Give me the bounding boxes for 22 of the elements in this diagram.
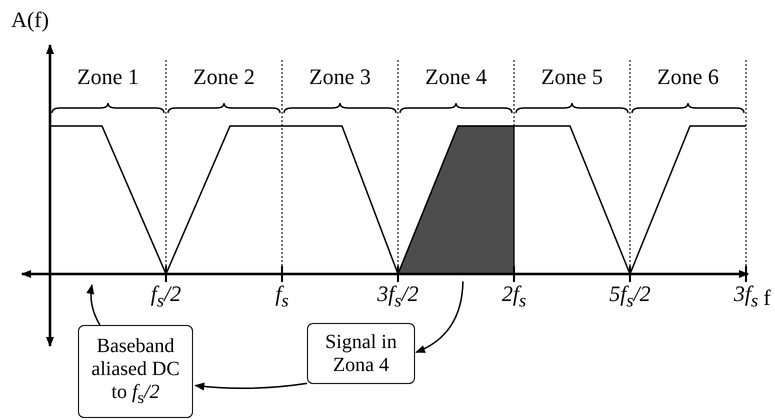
tick-label: f$_{s}$	[275, 282, 289, 312]
tick-label: 5f$_{s}$/2	[609, 282, 651, 312]
zone-label: Zone 6	[657, 65, 719, 89]
axis-label: f	[763, 286, 771, 310]
zone-label: Zone 4	[425, 65, 487, 89]
annotation-text: Signal in Zona 4	[324, 330, 398, 376]
annotation-text: Baseband aliased DC to f$_{s}$/2	[90, 334, 181, 408]
shaded-band	[397, 125, 515, 275]
zone-label: Zone 2	[193, 65, 255, 89]
tick-label: 3f$_{s}$/2	[377, 282, 419, 312]
zone-label: Zone 1	[77, 65, 139, 89]
annotation-box	[78, 325, 193, 418]
annotation-box	[307, 323, 415, 384]
tick-label: f$_{s}$/2	[150, 282, 182, 312]
arrow	[86, 284, 100, 326]
axis-label: A(f)	[11, 8, 49, 32]
tick-label: 3f$_{s}$	[734, 282, 758, 312]
zone-label: Zone 3	[309, 65, 371, 89]
tick-label: 2f$_{s}$	[502, 282, 526, 312]
arrow	[415, 281, 464, 353]
zone-label: Zone 5	[541, 65, 603, 89]
arrow	[194, 382, 308, 390]
